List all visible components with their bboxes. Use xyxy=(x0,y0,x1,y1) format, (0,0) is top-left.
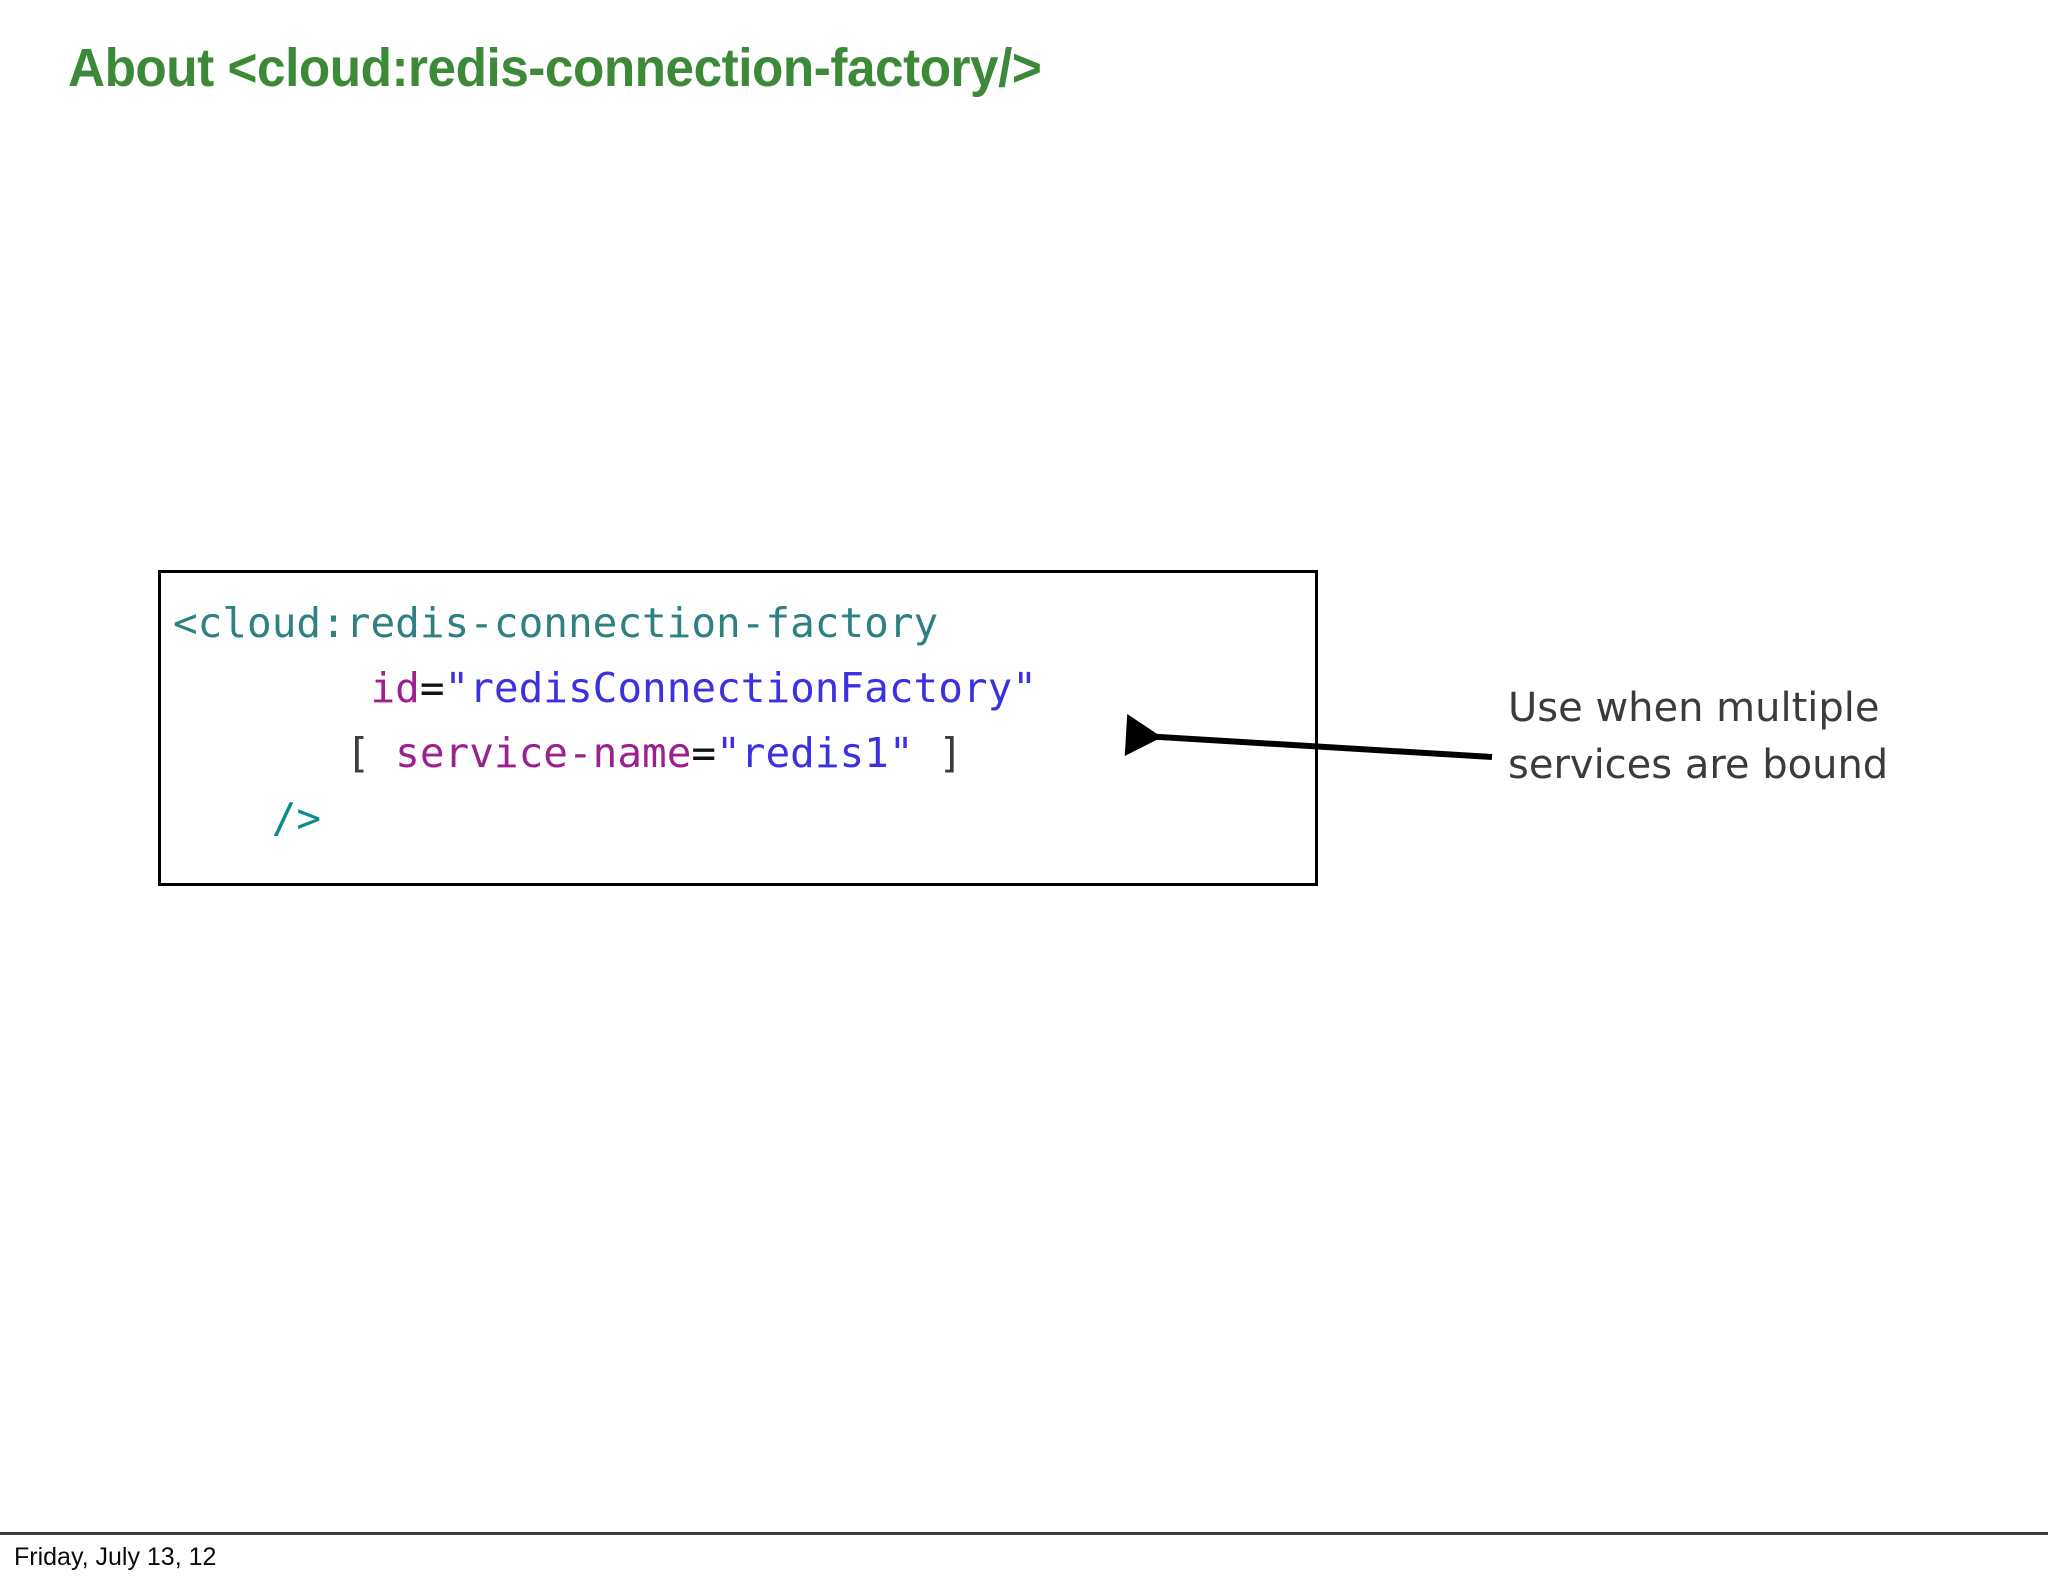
callout-line-1: Use when multiple xyxy=(1508,685,1880,731)
code-token-equals: = xyxy=(419,664,445,712)
callout-text: Use when multiple services are bound xyxy=(1508,680,1948,794)
code-token-equals: = xyxy=(691,729,717,777)
code-indent xyxy=(173,664,370,712)
footer-date: Friday, July 13, 12 xyxy=(14,1543,217,1571)
code-line-2: id="redisConnectionFactory" xyxy=(173,656,1037,721)
code-lines: <cloud:redis-connection-factory id="redi… xyxy=(173,591,1037,851)
code-indent xyxy=(173,794,272,842)
code-token-bracket: ] xyxy=(938,729,963,777)
code-token-attribute: service-name xyxy=(395,729,692,777)
code-indent xyxy=(173,729,346,777)
code-token-attribute: id xyxy=(370,664,420,712)
code-token-space xyxy=(370,729,395,777)
code-token-tag: <cloud:redis-connection-factory xyxy=(173,599,939,647)
code-token-self_close: /> xyxy=(271,794,322,842)
code-line-1: <cloud:redis-connection-factory xyxy=(173,591,1037,656)
code-token-value: "redis1" xyxy=(716,729,914,777)
code-block: <cloud:redis-connection-factory id="redi… xyxy=(158,570,1318,886)
code-line-4: /> xyxy=(173,786,1037,851)
page-title: About <cloud:redis-connection-factory/> xyxy=(68,38,1042,98)
code-token-space xyxy=(914,729,939,777)
code-line-3: [ service-name="redis1" ] xyxy=(173,721,1037,786)
code-token-value: "redisConnectionFactory" xyxy=(444,664,1037,712)
footer-divider xyxy=(0,1532,2048,1535)
code-token-bracket: [ xyxy=(345,729,371,777)
callout-line-2: services are bound xyxy=(1508,742,1889,788)
